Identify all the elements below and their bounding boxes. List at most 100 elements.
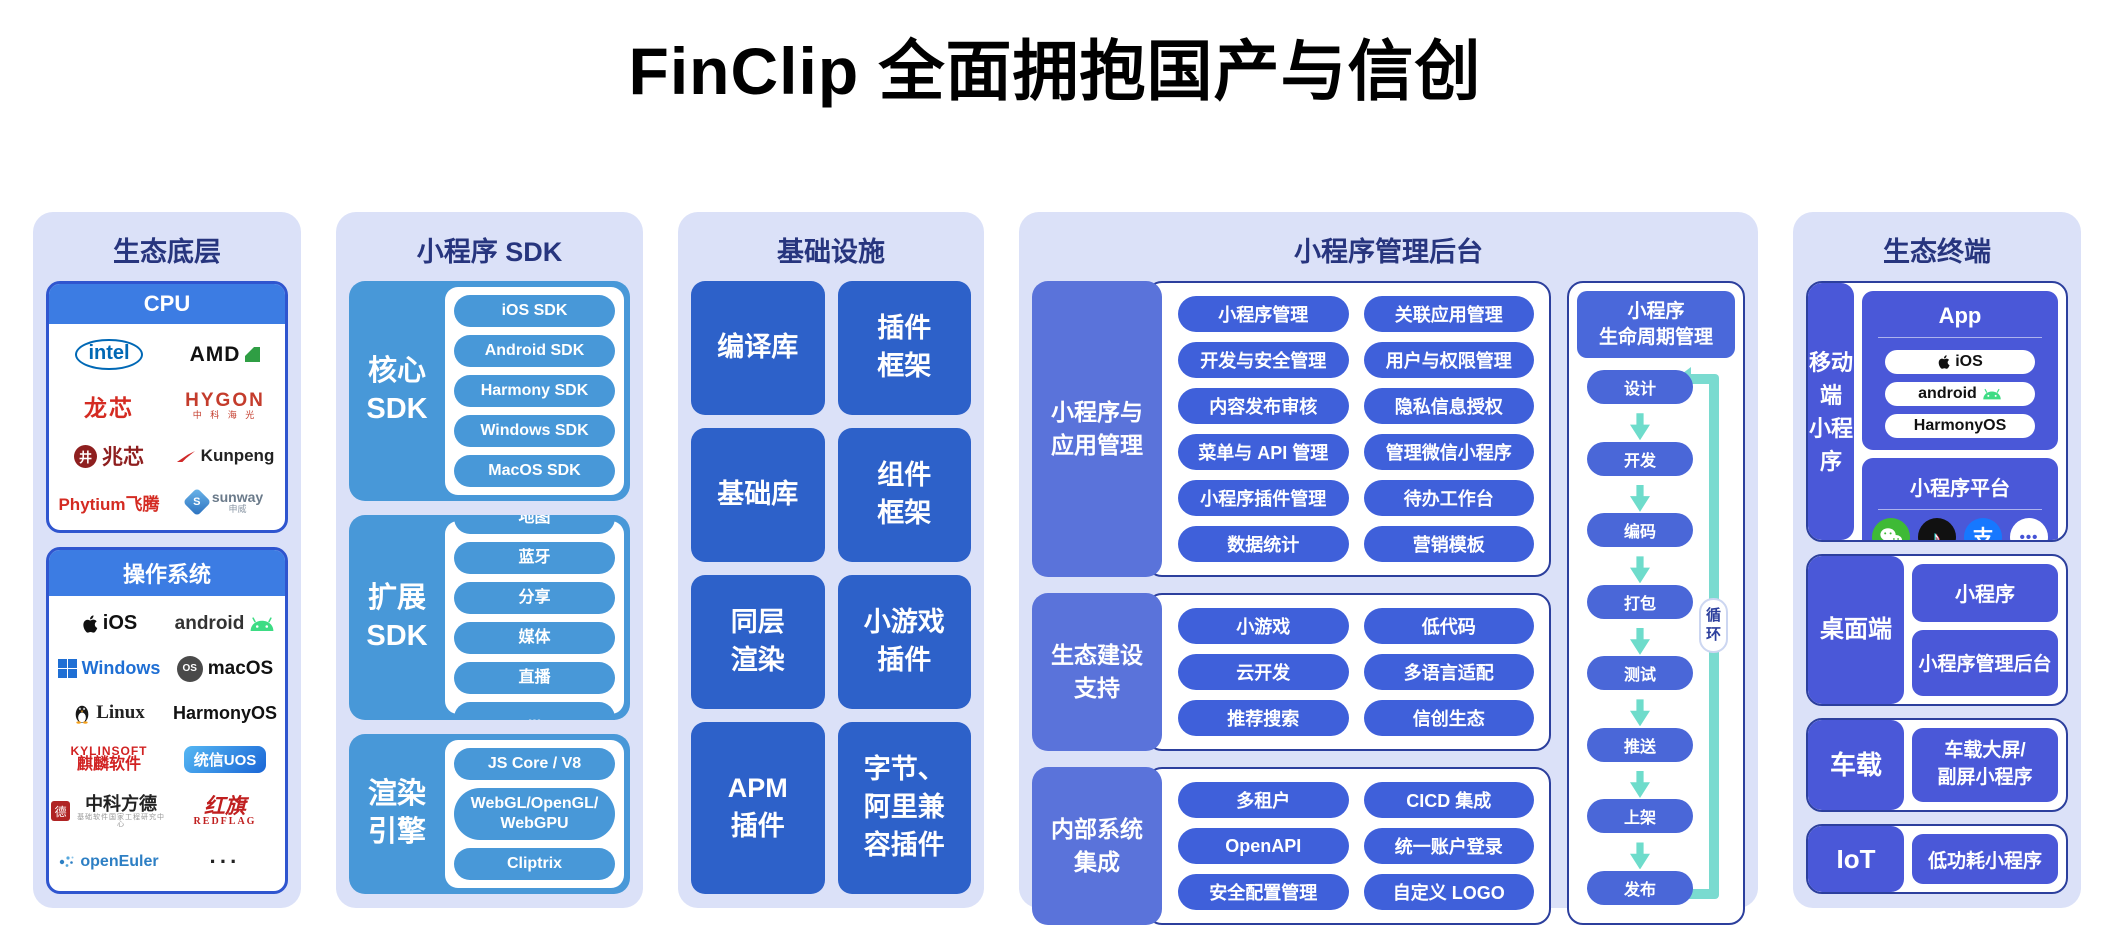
admin-pill: CICD 集成 <box>1363 782 1534 818</box>
lifecycle-step: 上架 <box>1587 799 1693 834</box>
panel-infra-title: 基础设施 <box>777 237 885 267</box>
windows-icon <box>57 659 77 679</box>
terminal-row-desktop: 桌面端 小程序 小程序管理后台 <box>1806 554 2068 706</box>
sdk-group-ext-label: 扩展 SDK <box>366 581 428 652</box>
ios-logo: iOS <box>81 612 137 635</box>
panel-terminals-title: 生态终端 <box>1883 237 1991 267</box>
wechat-icon <box>1872 518 1910 540</box>
loop-line-top <box>1689 374 1713 385</box>
lifecycle-step: 设计 <box>1587 370 1693 405</box>
admin-pill: 统一账户登录 <box>1363 828 1534 864</box>
admin-pill: 关联应用管理 <box>1363 296 1534 332</box>
sdk-pill: JS Core / V8 <box>454 748 615 780</box>
panel-eco-base-title: 生态底层 <box>113 237 221 267</box>
admin-groups: 小程序与 应用管理 小程序管理关联应用管理开发与安全管理用户与权限管理内容发布审… <box>1032 281 1551 925</box>
lifecycle-step: 测试 <box>1587 656 1693 691</box>
admin-pill: 菜单与 API 管理 <box>1178 434 1349 470</box>
sunway-icon: S <box>182 488 211 517</box>
admin-pill: 数据统计 <box>1178 526 1349 562</box>
admin-pill: 推荐搜索 <box>1178 700 1349 736</box>
sdk-pill: Cliptrix <box>454 848 615 880</box>
miniapp-platform-box: 小程序平台 ♪♪♪ 支 ••• <box>1862 458 2058 543</box>
kunpeng-logo: Kunpeng <box>176 446 274 466</box>
platform-box-title: 小程序平台 <box>1910 478 2010 500</box>
admin-pill: 小程序插件管理 <box>1178 480 1349 516</box>
loop-line-bottom <box>1687 889 1713 899</box>
admin-pill: 多租户 <box>1178 782 1349 818</box>
admin-pill: 开发与安全管理 <box>1178 342 1349 378</box>
apple-icon <box>1938 355 1950 369</box>
macos-icon: OS <box>176 655 203 682</box>
infra-block: 同层 渲染 <box>691 575 825 710</box>
fangde-seal-icon: 德 <box>51 801 71 822</box>
lifecycle-box: 小程序 生命周期管理 循环 设计开发编码打包测试推送上架发布 <box>1567 281 1745 925</box>
app-box-title: App <box>1938 303 1982 328</box>
admin-group-eco-support: 生态建设 支持 小游戏低代码云开发多语言适配推荐搜索信创生态 <box>1032 593 1551 751</box>
panel-eco-base: 生态底层 CPU intel AMD 龙芯 <box>33 212 301 908</box>
panel-admin-title: 小程序管理后台 <box>1294 237 1483 267</box>
os-box: 操作系统 iOS android Windows OS <box>46 547 288 894</box>
cpu-logo-grid: intel AMD 龙芯 HYGON 中 科 海 光 <box>49 324 285 530</box>
macos-logo: OS macOS <box>176 655 273 682</box>
admin-group-internal-integration-label: 内部系统 集成 <box>1032 767 1162 925</box>
infra-block: 基础库 <box>691 428 825 563</box>
admin-pill: 云开发 <box>1178 654 1349 690</box>
cpu-header: CPU <box>49 284 285 324</box>
openeuler-logo: openEuler <box>59 853 159 871</box>
svg-text:♪: ♪ <box>1930 528 1940 542</box>
linux-penguin-icon <box>75 706 89 724</box>
admin-pill: 内容发布审核 <box>1178 388 1349 424</box>
admin-pill: 小游戏 <box>1178 608 1349 644</box>
windows-logo: Windows <box>57 658 160 679</box>
terminal-iot-label: IoT <box>1808 826 1904 892</box>
app-box: App iOS android HarmonyOS <box>1862 291 2058 450</box>
admin-group-app-mgmt-label: 小程序与 应用管理 <box>1032 281 1162 577</box>
more-os-logo: ··· <box>209 848 241 874</box>
desktop-admin-box: 小程序管理后台 <box>1912 629 2058 696</box>
admin-wrap: 小程序与 应用管理 小程序管理关联应用管理开发与安全管理用户与权限管理内容发布审… <box>1032 281 1745 925</box>
hygon-logo: HYGON 中 科 海 光 <box>185 390 265 420</box>
sdk-pill: Android SDK <box>454 335 615 367</box>
platform-icons: ♪♪♪ 支 ••• <box>1872 518 2048 543</box>
svg-text:♪: ♪ <box>1931 529 1941 543</box>
desktop-miniapp-box: 小程序 <box>1912 564 2058 622</box>
admin-pill: 待办工作台 <box>1363 480 1534 516</box>
admin-pill: 隐私信息授权 <box>1363 388 1534 424</box>
loongson-logo: 龙芯 <box>84 394 134 421</box>
loop-label: 循环 <box>1699 597 1728 653</box>
android-icon <box>250 617 274 631</box>
more-platforms-icon: ••• <box>2010 518 2048 540</box>
android-logo: android <box>175 613 276 635</box>
admin-group-eco-support-items: 小游戏低代码云开发多语言适配推荐搜索信创生态 <box>1146 593 1551 751</box>
uos-logo: 统信UOS <box>183 745 267 773</box>
sdk-pill: WebGL/OpenGL/ WebGPU <box>454 788 615 840</box>
cpu-box: CPU intel AMD 龙芯 HYGON 中 <box>46 281 288 533</box>
terminal-row-mobile: 移动端 小程序 App iOS android <box>1806 281 2068 542</box>
terminal-mobile-label: 移动端 小程序 <box>1808 283 1854 540</box>
sdk-pill: 蓝牙 <box>454 541 615 574</box>
infra-block: 字节、 阿里兼 容插件 <box>837 722 971 894</box>
infra-block: 插件 框架 <box>837 281 971 416</box>
lifecycle-step: 推送 <box>1587 727 1693 762</box>
phytium-logo: Phytium飞腾 <box>58 494 160 514</box>
sdk-pill: 媒体 <box>454 621 615 654</box>
admin-group-app-mgmt: 小程序与 应用管理 小程序管理关联应用管理开发与安全管理用户与权限管理内容发布审… <box>1032 281 1551 577</box>
lifecycle-step: 发布 <box>1587 871 1693 905</box>
infra-block: 小游戏 插件 <box>837 575 971 710</box>
divider <box>1878 509 2042 510</box>
sdk-group-ext: 扩展 SDK 地图蓝牙分享媒体直播... <box>349 515 630 720</box>
sdk-pill: Windows SDK <box>454 415 615 447</box>
svg-text:♪: ♪ <box>1932 529 1942 542</box>
panels-row: 生态底层 CPU intel AMD 龙芯 <box>33 212 2081 925</box>
sdk-pill: 地图 <box>454 515 615 534</box>
terminal-row-iot: IoT 低功耗小程序 <box>1806 824 2068 894</box>
panel-admin: 小程序管理后台 小程序与 应用管理 小程序管理关联应用管理开发与安全管理用户与权… <box>1019 212 1758 925</box>
car-screen-box: 车载大屏/ 副屏小程序 <box>1912 728 2058 802</box>
harmonyos-logo: HarmonyOS <box>172 702 278 723</box>
divider <box>1878 337 2042 338</box>
